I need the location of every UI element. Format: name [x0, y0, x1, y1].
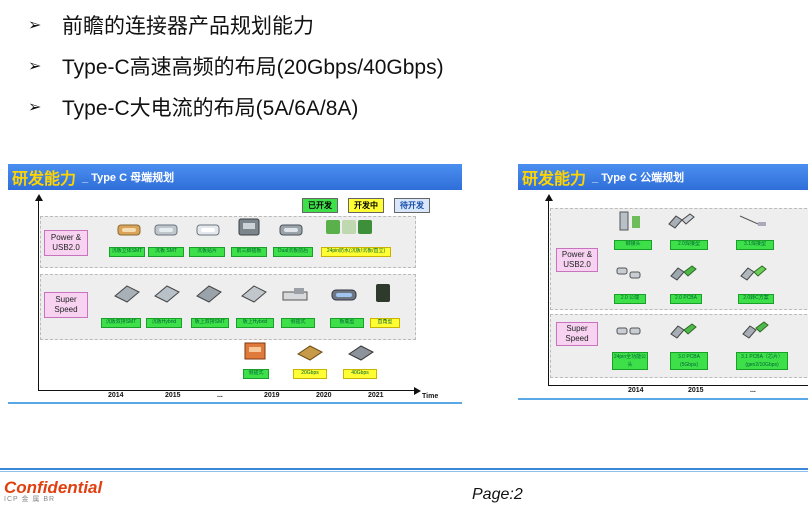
year-tick: 2019: [264, 392, 280, 399]
plug-product-icon: [616, 267, 641, 279]
product-tag: 2.0转C方案: [738, 294, 774, 304]
bullet-item: ➢ Type-C高速高频的布局(20Gbps/40Gbps): [28, 45, 444, 86]
product-tag: 板上双排SMT: [191, 318, 229, 328]
row-label-power: Power & USB2.0: [44, 230, 88, 256]
plug-product-icon: [670, 323, 697, 339]
connector-product-icon: [282, 288, 308, 301]
connector-product-icon: [196, 285, 222, 303]
product-tag: 40Gbps: [343, 369, 377, 379]
product-tag: 侧插式: [243, 369, 269, 379]
x-axis-arrow-icon: [414, 387, 421, 395]
legend-developing: 开发中: [348, 198, 384, 213]
legend-developed: 已开发: [302, 198, 338, 213]
product-tag: 前三脚插板: [231, 247, 267, 257]
product-tag: 沉板Hybrid: [146, 318, 182, 328]
arrow-bullet-icon: ➢: [28, 98, 42, 116]
plug-product-icon: [740, 265, 767, 281]
plug-product-icon: [739, 215, 766, 226]
connector-product-icon: [114, 285, 140, 303]
year-tick: 2015: [165, 392, 181, 399]
footer-divider: [0, 468, 808, 470]
bullet-item: ➢ 前瞻的连接器产品规划能力: [28, 4, 444, 45]
arrow-bullet-icon: ➢: [28, 57, 42, 75]
year-tick: ...: [217, 392, 223, 399]
y-axis: [38, 198, 39, 391]
plug-product-icon: [668, 213, 695, 229]
plug-product-icon: [742, 321, 769, 339]
x-axis: [548, 385, 808, 386]
connector-product-icon: [331, 289, 357, 301]
legend-planned: 待开发: [394, 198, 430, 213]
product-tag: Dual沉板前后: [273, 247, 313, 257]
confidential-label: Confidential: [4, 478, 103, 497]
footer-divider-thin: [0, 471, 808, 472]
panel-banner: 研发能力 _ Type C 母端规划: [8, 164, 462, 190]
plug-product-icon: [619, 211, 640, 231]
product-tag: 3.1 PCBA（芯片）(gen2/10Gbps): [736, 352, 788, 370]
panel-title: 研发能力: [522, 171, 587, 188]
connector-product-icon: [297, 345, 323, 361]
product-tag: 板上Hybrid: [236, 318, 274, 328]
bullet-text: Type-C大电流的布局(5A/6A/8A): [62, 96, 359, 120]
panel-subtitle: _ Type C 母端规划: [82, 172, 175, 184]
plug-product-icon: [616, 327, 641, 335]
connector-product-icon: [238, 218, 260, 236]
bullet-text: Type-C高速高频的布局(20Gbps/40Gbps): [62, 55, 444, 79]
male-roadmap-panel: 研发能力 _ Type C 公端规划 Power & USB2.0 Super …: [518, 164, 808, 400]
product-tag: 3.1焊接型: [736, 240, 774, 250]
x-axis-label: Time: [422, 393, 439, 400]
product-tag: 2.0焊接型: [670, 240, 708, 250]
connector-product-icon: [241, 285, 267, 303]
panel-subtitle: _ Type C 公端规划: [592, 172, 685, 184]
page-number: Page:2: [472, 486, 523, 503]
row-super-speed: [40, 274, 416, 340]
product-tag: 沉板双排SMT: [101, 318, 141, 328]
product-tag: 3.0 PCBA (5Gbps): [670, 352, 708, 370]
product-tag: 铆接头: [614, 240, 652, 250]
year-tick: 2014: [108, 392, 124, 399]
product-tag: 2.0 PCBA: [670, 294, 702, 304]
connector-product-icon: [154, 224, 178, 236]
year-tick: 2015: [688, 387, 704, 394]
product-tag: 沉板立体SMT: [109, 247, 145, 257]
y-axis-arrow-icon: [35, 194, 43, 201]
row-label-superspeed: Super Speed: [556, 322, 598, 346]
product-tag: 板载型: [330, 318, 364, 328]
y-axis-arrow-icon: [545, 194, 553, 201]
connector-product-icon: [244, 342, 266, 360]
connector-product-icon: [348, 345, 374, 361]
connector-product-icon: [196, 224, 220, 236]
product-tag: 沉板贴片: [189, 247, 225, 257]
panel-banner: 研发能力 _ Type C 公端规划: [518, 164, 808, 190]
panel-title: 研发能力: [12, 171, 77, 188]
product-tag: 24pin全功能公头: [612, 352, 648, 370]
footer-small-text: ICP 金 属 BR: [4, 496, 56, 503]
bullet-item: ➢ Type-C大电流的布局(5A/6A/8A): [28, 86, 444, 127]
row-label-power: Power & USB2.0: [556, 248, 598, 272]
y-axis: [548, 198, 549, 386]
connector-product-icon: [279, 224, 303, 236]
x-axis: [38, 390, 416, 391]
product-tag: 2.0 公端: [614, 294, 646, 304]
row-label-superspeed: Super Speed: [44, 292, 88, 318]
product-tag: 沉板 SMT: [148, 247, 184, 257]
year-tick: 2014: [628, 387, 644, 394]
connector-product-icon: [117, 224, 141, 236]
connector-product-icon: [376, 284, 390, 302]
connector-product-icon: [154, 285, 180, 303]
product-tag: 20Gbps: [293, 369, 327, 379]
product-tag: 侧插式: [281, 318, 315, 328]
connector-product-icon: [326, 220, 372, 234]
female-roadmap-panel: 研发能力 _ Type C 母端规划 已开发 开发中 待开发 Power & U…: [8, 164, 462, 404]
year-tick: 2020: [316, 392, 332, 399]
product-tag: 24pin防水(沉板/沉板/直立): [321, 247, 391, 257]
bullet-text: 前瞻的连接器产品规划能力: [62, 14, 314, 38]
product-tag: 直角型: [370, 318, 400, 328]
year-tick: 2021: [368, 392, 384, 399]
bullet-list: ➢ 前瞻的连接器产品规划能力 ➢ Type-C高速高频的布局(20Gbps/40…: [28, 4, 444, 127]
year-tick: ...: [750, 387, 756, 394]
plug-product-icon: [670, 265, 697, 281]
arrow-bullet-icon: ➢: [28, 16, 42, 34]
